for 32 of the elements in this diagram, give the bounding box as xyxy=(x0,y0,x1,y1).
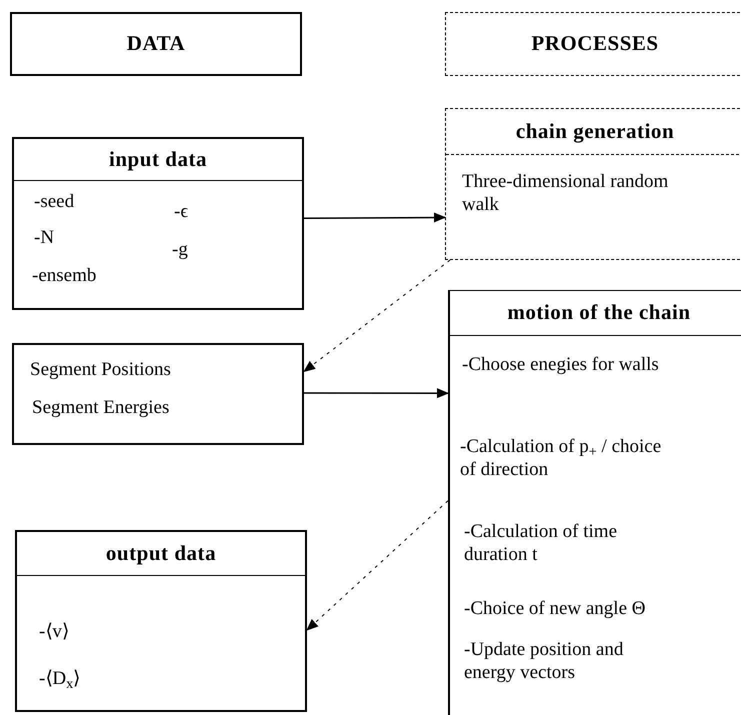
process-box xyxy=(445,108,741,260)
arrow xyxy=(304,212,446,222)
box-heading: motion of the chain xyxy=(507,299,691,326)
list-item: -Choose enegies for walls xyxy=(462,354,659,375)
list-item: Segment Positions xyxy=(30,359,171,380)
list-item: -Choice of new angle Θ xyxy=(464,598,646,619)
data-box xyxy=(12,343,304,445)
column-heading: PROCESSES xyxy=(531,30,659,58)
list-item: -⟨D$_{x}$⟩ xyxy=(39,668,80,689)
list-item: -ϵ xyxy=(174,201,188,222)
list-item: -ensemb xyxy=(32,265,96,286)
arrow xyxy=(303,260,451,372)
list-item: -g xyxy=(172,239,188,260)
list-item: -Calculation of time duration t xyxy=(464,521,618,565)
list-item: -N xyxy=(34,227,54,248)
data-box xyxy=(12,137,304,310)
data-box xyxy=(15,530,307,712)
box-heading: input data xyxy=(108,146,208,173)
list-item: Segment Energies xyxy=(32,397,170,418)
process-box xyxy=(448,290,741,715)
list-item: -Update position and energy vectors xyxy=(464,639,624,683)
list-item: -seed xyxy=(34,191,74,212)
list-item: -⟨v⟩ xyxy=(39,621,69,642)
box-heading: chain generation xyxy=(516,118,674,145)
arrow xyxy=(304,388,449,398)
column-heading: DATA xyxy=(126,30,186,58)
box-heading: output data xyxy=(106,540,216,567)
column-heading-box xyxy=(445,12,741,76)
arrow xyxy=(306,500,448,631)
list-item: -Calculation of p$_{+}$ / choice of direction xyxy=(460,436,662,480)
list-item: Three-dimensional random walk xyxy=(462,171,668,215)
column-heading-box xyxy=(10,12,302,76)
